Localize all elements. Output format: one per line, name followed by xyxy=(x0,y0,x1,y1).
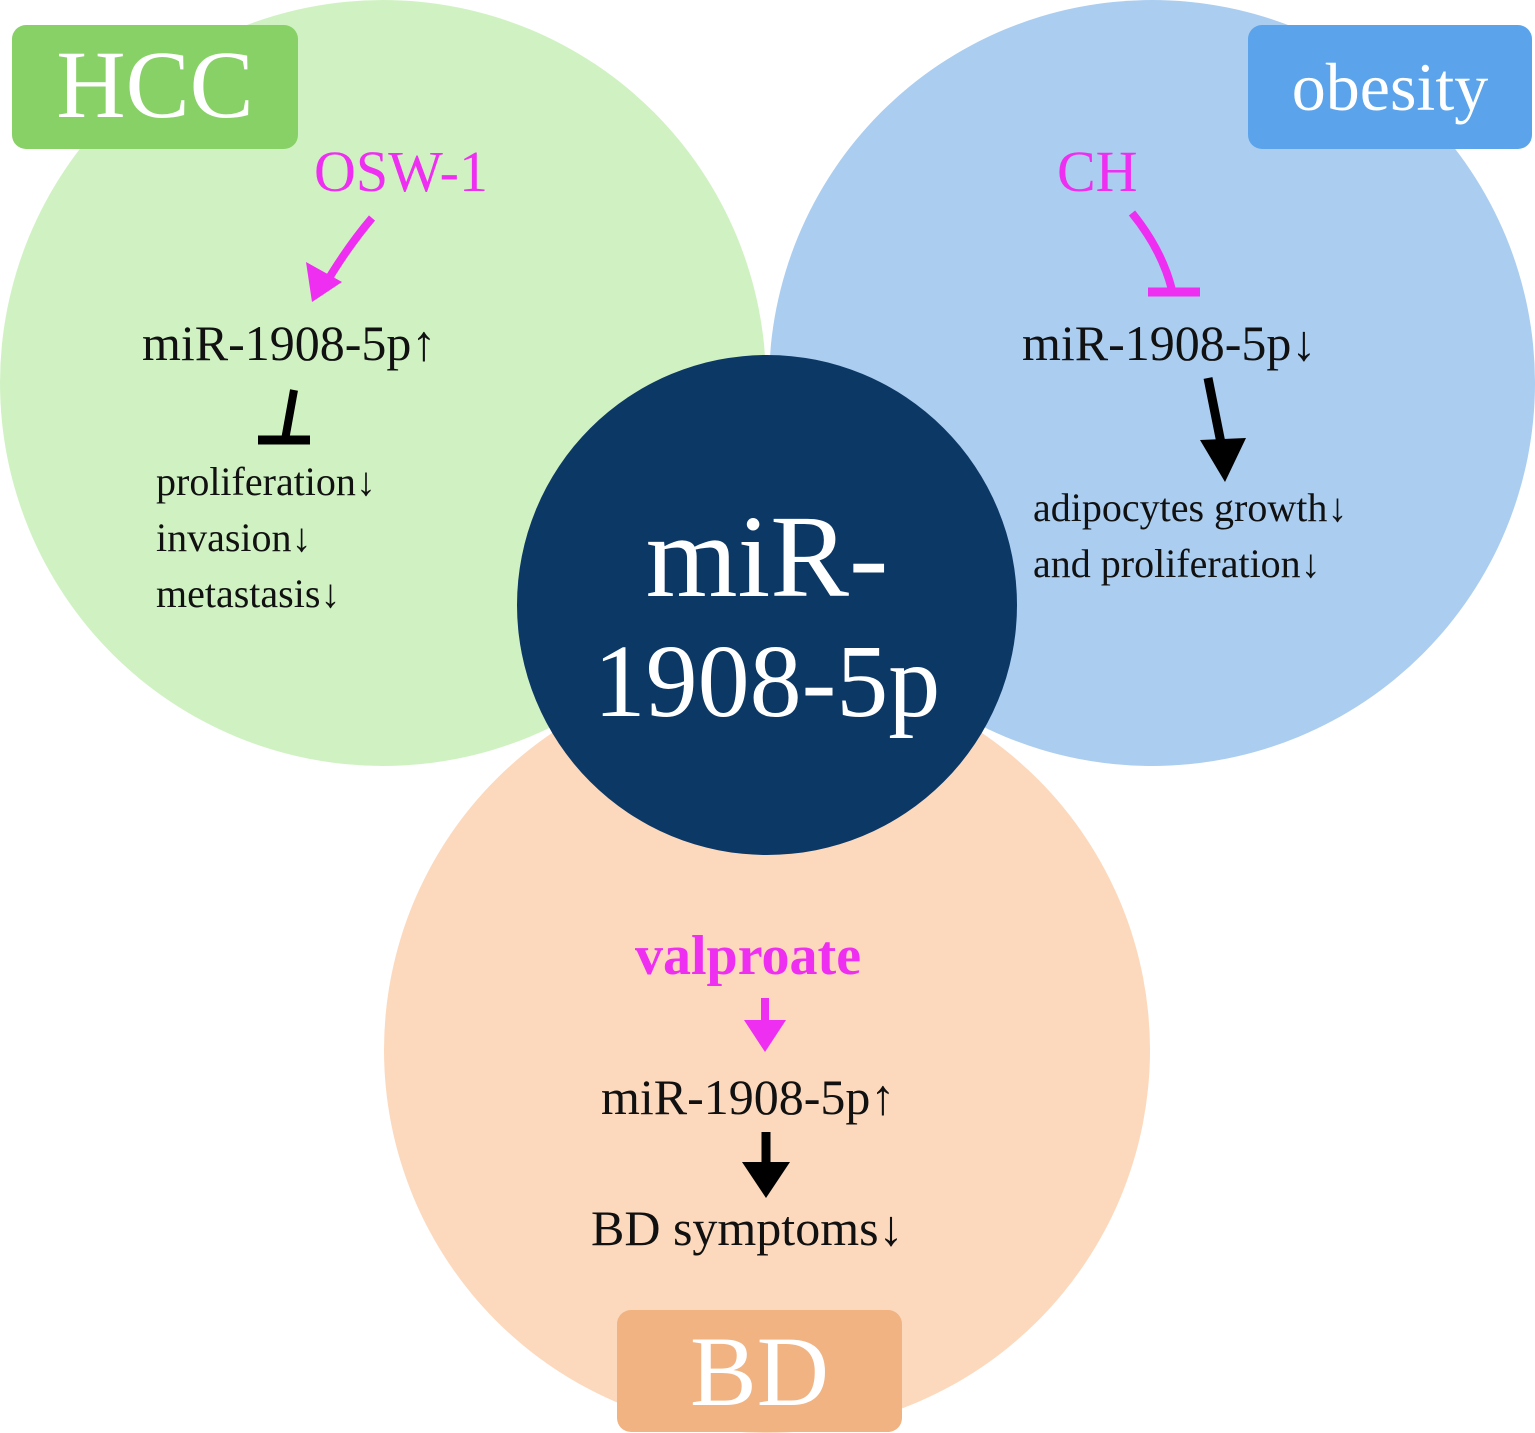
obesity-outcome-2: and proliferation↓ xyxy=(1033,541,1321,586)
hcc-outcome-3: metastasis↓ xyxy=(156,571,341,616)
center-label-line2: 1908-5p xyxy=(593,624,941,739)
obesity-badge-label: obesity xyxy=(1291,49,1489,125)
center-label-line1: miR- xyxy=(645,491,889,622)
bd-drug-label: valproate xyxy=(635,925,862,987)
bd-drug-arrowhead xyxy=(744,1020,786,1052)
bd-mirna-label: miR-1908-5p↑ xyxy=(601,1069,896,1125)
bd-circle xyxy=(384,667,1150,1433)
bd-outcome-1: BD symptoms↓ xyxy=(591,1200,904,1256)
hcc-drug-arrowhead xyxy=(306,262,342,302)
obesity-outcome-1: adipocytes growth↓ xyxy=(1033,485,1348,530)
bd-mirna-arrowhead xyxy=(742,1162,790,1198)
obesity-mirna-label: miR-1908-5p↓ xyxy=(1022,315,1317,371)
bd-badge: BD xyxy=(617,1310,902,1432)
hcc-badge: HCC xyxy=(12,25,298,149)
hcc-mirna-label: miR-1908-5p↑ xyxy=(142,315,437,371)
hcc-inhibit-stem xyxy=(281,389,298,441)
hcc-outcome-2: invasion↓ xyxy=(156,515,312,560)
center-circle xyxy=(517,355,1017,855)
obesity-drug-inhibit-stem xyxy=(1128,210,1176,291)
obesity-drug-label: CH xyxy=(1057,139,1138,204)
bd-badge-label: BD xyxy=(690,1316,829,1427)
hcc-outcome-1: proliferation↓ xyxy=(156,459,376,504)
obesity-mirna-arrowhead xyxy=(1200,438,1246,482)
hcc-drug-label: OSW-1 xyxy=(314,139,488,204)
hcc-badge-label: HCC xyxy=(56,31,254,138)
obesity-badge: obesity xyxy=(1248,25,1532,149)
